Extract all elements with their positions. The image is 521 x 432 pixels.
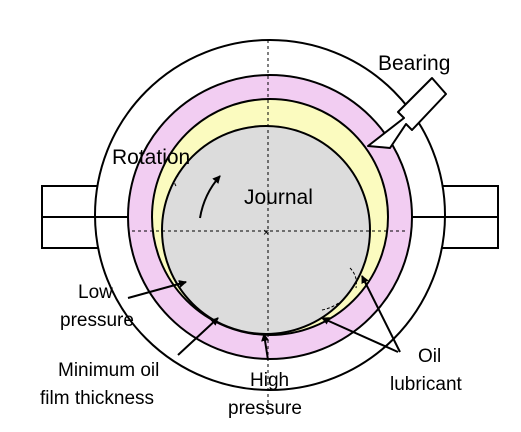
- label-min-oil-2: film thickness: [40, 388, 154, 409]
- label-journal: Journal: [244, 186, 313, 209]
- label-oil-1: Oil: [418, 346, 441, 367]
- journal-center-mark: ×: [263, 227, 269, 239]
- label-rotation: Rotation: [112, 146, 190, 169]
- oil-leader: [361, 275, 401, 353]
- label-high-pressure-2: pressure: [228, 398, 302, 419]
- low-pressure-leader: [127, 280, 187, 299]
- high-pressure-leader: [261, 333, 270, 361]
- oil-film-sketch: [173, 175, 357, 311]
- label-min-oil-1: Minimum oil: [58, 360, 159, 381]
- rotation-arrow: [199, 175, 221, 219]
- oil-leader-2: [321, 317, 399, 353]
- bearing-arrow: [367, 77, 447, 149]
- label-low-pressure-1: Low: [78, 282, 113, 303]
- label-low-pressure-2: pressure: [60, 310, 134, 331]
- min-oil-leader: [177, 317, 219, 356]
- label-bearing: Bearing: [378, 52, 450, 75]
- label-high-pressure-1: High: [250, 370, 289, 391]
- label-oil-2: lubricant: [390, 374, 463, 395]
